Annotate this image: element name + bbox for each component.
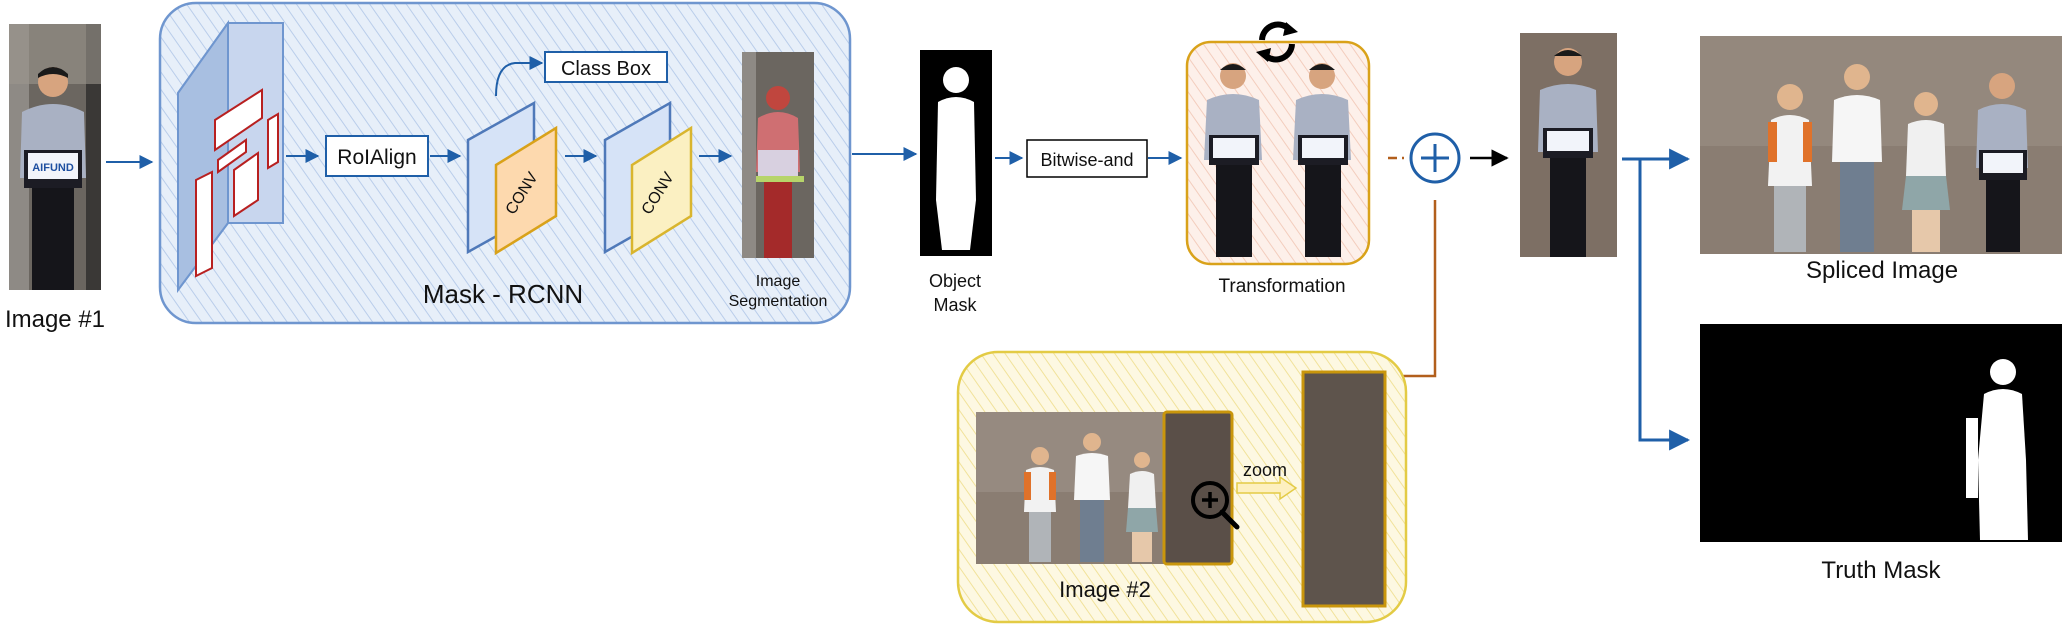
- truth-mask-image: [1700, 324, 2062, 542]
- arrow-to-truthmask: [1638, 159, 1691, 451]
- object-mask-caption-line2: Mask: [933, 295, 977, 315]
- conv-block-1: [466, 100, 558, 256]
- classbox-connector: [495, 56, 544, 97]
- roialign-label: RoIAlign: [337, 146, 416, 169]
- connector-image2-to-plus: [1400, 200, 1437, 378]
- truth-mask-caption: Truth Mask: [1821, 557, 1941, 584]
- image1-photo: AIFUND: [9, 24, 101, 290]
- zoomed-crop: [1301, 370, 1387, 608]
- zoom-label: zoom: [1243, 460, 1287, 480]
- transformation-person-flipped: [1293, 63, 1351, 257]
- classbox-label: Class Box: [561, 58, 651, 80]
- spliced-image-caption: Spliced Image: [1806, 257, 1958, 284]
- mask-rcnn-title: Mask - RCNN: [423, 279, 583, 309]
- backbone-feature-map: [177, 19, 284, 294]
- transformation-person-original: [1204, 63, 1262, 257]
- spliced-image-photo: [1700, 36, 2062, 254]
- rotate-arrows-icon: [1256, 21, 1298, 63]
- object-mask-image: [920, 50, 992, 256]
- image-segmentation-photo: [742, 52, 814, 258]
- image1-caption: Image #1: [5, 306, 105, 333]
- spliced-result-thumbnail: [1520, 33, 1617, 257]
- image2-caption: Image #2: [1059, 577, 1151, 602]
- image-seg-caption-line1: Image: [756, 273, 801, 290]
- image-seg-caption-line2: Segmentation: [729, 293, 828, 310]
- roialign-box: [325, 135, 429, 177]
- svg-text:AIFUND: AIFUND: [32, 162, 74, 174]
- bitwise-and-label: Bitwise-and: [1040, 150, 1133, 170]
- add-circle-icon: [1409, 132, 1461, 184]
- conv-block-2: [603, 100, 693, 256]
- classbox-box: [544, 51, 668, 83]
- bitwise-and-box: [1026, 139, 1148, 178]
- zoom-in-icon: [1191, 481, 1240, 530]
- object-mask-caption-line1: Object: [929, 271, 981, 291]
- transformation-caption: Transformation: [1218, 276, 1345, 297]
- zoom-arrow: [1236, 475, 1298, 501]
